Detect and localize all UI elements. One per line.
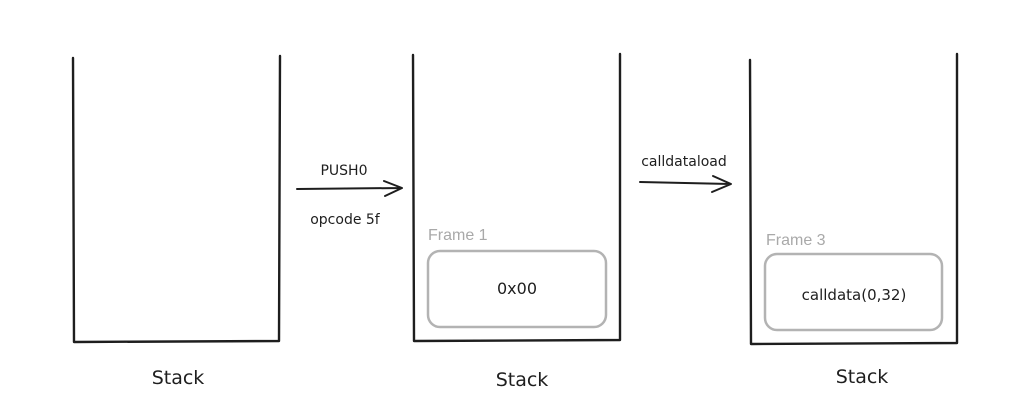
stack-2-container <box>411 52 622 343</box>
stack-1: Stack <box>71 54 282 389</box>
arrow-calldataload-label: calldataload <box>641 154 727 170</box>
frame-1-box <box>426 249 608 329</box>
stack-2: Frame 1 0x00 Stack <box>411 52 622 391</box>
arrow-push0: PUSH0 opcode 5f <box>296 163 403 228</box>
stack-3: Frame 3 calldata(0,32) Stack <box>748 52 959 388</box>
frame-1-value: 0x00 <box>497 279 537 298</box>
stack-1-label: Stack <box>152 367 205 389</box>
arrow-calldataload-line <box>639 175 732 193</box>
frame-3-value: calldata(0,32) <box>802 286 907 304</box>
arrow-push0-label: PUSH0 <box>320 163 367 179</box>
arrow-calldataload: calldataload <box>639 154 732 193</box>
arrow-push0-line <box>296 180 403 197</box>
stack-3-label: Stack <box>836 366 889 388</box>
stack-3-container <box>748 52 959 346</box>
frame-1-title: Frame 1 <box>428 227 488 244</box>
frame-3-title: Frame 3 <box>766 232 826 249</box>
arrow-push0-sublabel: opcode 5f <box>310 212 381 228</box>
stack-1-container <box>71 54 282 344</box>
stack-2-label: Stack <box>496 369 549 391</box>
frame-3-box <box>763 252 944 332</box>
